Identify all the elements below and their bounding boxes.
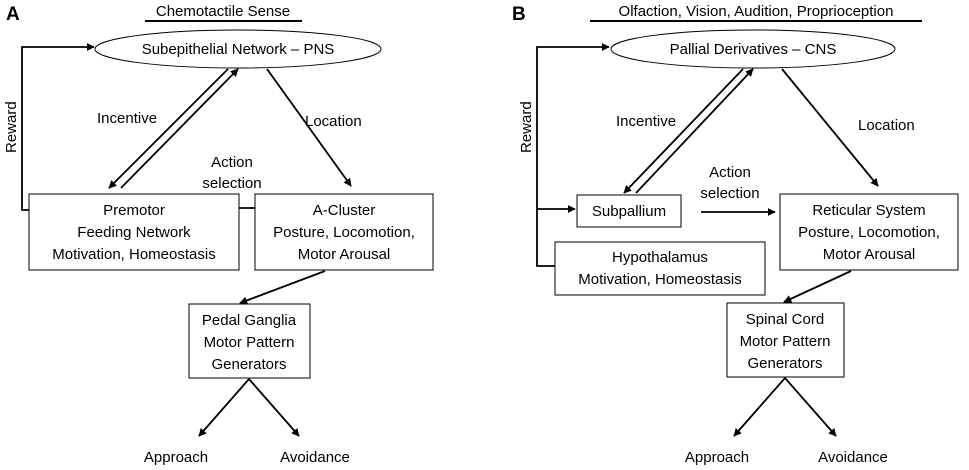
panel-a-top-node-ellipse — [94, 29, 382, 69]
panel-b-location-arrow — [781, 68, 879, 187]
panel-a-premotor-line1: Premotor — [103, 202, 165, 219]
panel-a-acluster-line3: Motor Arousal — [298, 246, 391, 263]
panel-b-incentive-arrow-down — [623, 68, 744, 194]
panel-a-pedal-line2: Motor Pattern — [204, 334, 295, 351]
panel-a-approach-label: Approach — [144, 449, 208, 466]
panel-b-spinal-box — [726, 302, 845, 378]
panel-b-to-bottom-arrow — [783, 270, 852, 303]
panel-b-spinal-line1: Spinal Cord — [746, 311, 824, 328]
panel-b-avoidance-arrow — [784, 377, 837, 437]
panel-b-hypothalamus-box — [554, 241, 766, 296]
panel-a-avoidance-label: Avoidance — [280, 449, 350, 466]
panel-a-header: Chemotactile Sense — [156, 3, 290, 20]
panel-b-reticular-line2: Posture, Locomotion, — [798, 224, 940, 241]
panel-b-approach-arrow — [733, 377, 786, 437]
panel-b-hypothalamus-line2: Motivation, Homeostasis — [578, 271, 741, 288]
panel-a-letter: A — [6, 4, 20, 25]
panel-b-incentive-arrow-up — [635, 68, 754, 194]
panel-a-premotor-line3: Motivation, Homeostasis — [52, 246, 215, 263]
panel-a-premotor-box — [28, 193, 240, 271]
panel-b-subpallium-label: Subpallium — [592, 203, 666, 220]
panel-a-reward-label: Reward — [3, 101, 20, 153]
panel-b-action-label-line1: Action — [709, 164, 751, 181]
panel-a: A Chemotactile Sense Subepithelial Netwo… — [3, 3, 434, 466]
panel-b-subpallium-box — [576, 194, 682, 228]
panel-a-incentive-arrow-up — [120, 68, 239, 189]
panel-a-top-node: Subepithelial Network – PNS — [142, 41, 335, 58]
panel-b-top-node: Pallial Derivatives – CNS — [670, 41, 837, 58]
panel-a-action-label-line2: selection — [202, 175, 261, 192]
panel-a-pedal-line3: Generators — [211, 356, 286, 373]
panel-a-acluster-line1: A-Cluster — [313, 202, 376, 219]
panel-a-avoidance-arrow — [248, 378, 300, 437]
panel-b-header: Olfaction, Vision, Audition, Propriocept… — [619, 3, 894, 20]
panel-b-letter: B — [512, 4, 526, 25]
panel-b-reticular-line1: Reticular System — [812, 202, 925, 219]
panel-b-top-node-ellipse — [610, 29, 896, 69]
panel-a-incentive-label: Incentive — [97, 110, 157, 127]
panel-a-location-label: Location — [305, 113, 362, 130]
panel-a-acluster-box — [254, 193, 434, 271]
panel-b-location-label: Location — [858, 117, 915, 134]
panel-a-reward-arrow — [21, 43, 95, 211]
panel-b-spinal-line3: Generators — [747, 355, 822, 372]
panel-b-reticular-line3: Motor Arousal — [823, 246, 916, 263]
panel-b-approach-label: Approach — [685, 449, 749, 466]
panel-a-pedal-box — [188, 303, 311, 379]
panel-b-incentive-label: Incentive — [616, 113, 676, 130]
panel-a-pedal-line1: Pedal Ganglia — [202, 312, 297, 329]
panel-a-premotor-line2: Feeding Network — [77, 224, 191, 241]
panel-b-reward-label: Reward — [518, 101, 535, 153]
panel-a-incentive-arrow-down — [108, 68, 229, 189]
panel-b-reticular-box — [779, 193, 959, 271]
panel-a-location-arrow — [266, 68, 352, 187]
panel-a-to-bottom-arrow — [239, 270, 326, 305]
panel-b-hypothalamus-line1: Hypothalamus — [612, 249, 708, 266]
panel-b: B Olfaction, Vision, Audition, Proprioce… — [512, 3, 959, 466]
panel-b-spinal-line2: Motor Pattern — [740, 333, 831, 350]
panel-b-reward-bracket — [536, 43, 610, 267]
panel-b-avoidance-label: Avoidance — [818, 449, 888, 466]
panel-a-approach-arrow — [198, 378, 250, 437]
panel-a-action-label-line1: Action — [211, 154, 253, 171]
panel-b-action-label-line2: selection — [700, 185, 759, 202]
panel-a-acluster-line2: Posture, Locomotion, — [273, 224, 415, 241]
